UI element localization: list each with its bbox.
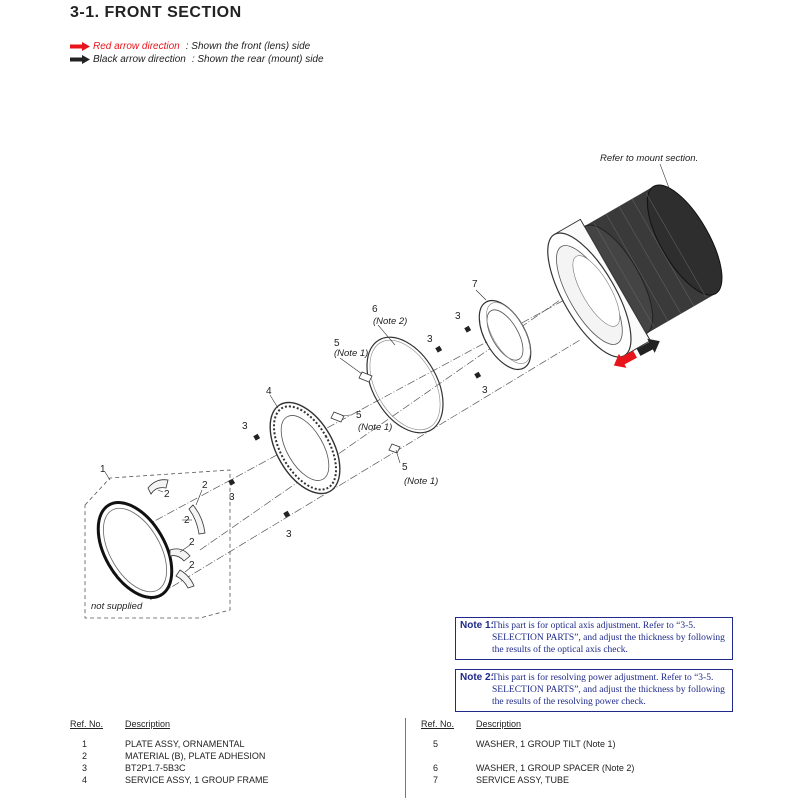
callout-3d: 3 [427, 334, 433, 345]
callout-3f: 3 [482, 385, 488, 396]
parts-table-right: Ref. No. Description 5 WASHER, 1 GROUP TI… [421, 718, 634, 786]
legend-red-row: Red arrow direction : Shown the front (l… [70, 40, 324, 53]
part-1-dashed-box [84, 469, 231, 619]
legend-black-desc: : Shown the rear (mount) side [191, 54, 324, 65]
parts-header-left: Ref. No. Description [70, 718, 269, 730]
legend-red-desc: : Shown the front (lens) side [185, 41, 311, 52]
tilt-washers [330, 371, 401, 454]
callout-3e: 3 [455, 311, 461, 322]
callout-5c: 5 [402, 462, 408, 473]
callout-4: 4 [266, 386, 272, 397]
legend-black-label: Black arrow direction [93, 54, 186, 65]
screws [228, 325, 482, 518]
parts-ref: 2 [82, 751, 88, 761]
parts-row: 6 WASHER, 1 GROUP SPACER (Note 2) [421, 762, 634, 774]
parts-ref: 3 [82, 763, 88, 773]
callout-3c: 3 [286, 529, 292, 540]
part-1-ring [96, 501, 174, 599]
callout-2d: 2 [189, 537, 195, 548]
ref-no-header: Ref. No. [421, 719, 455, 729]
parts-ref: 1 [82, 739, 88, 749]
parts-row: 2 MATERIAL (B), PLATE ADHESION [70, 750, 269, 762]
callout-5b: 5 [356, 410, 362, 421]
parts-row: 5 WASHER, 1 GROUP TILT (Note 1) [421, 738, 634, 750]
callout-1: 1 [100, 464, 106, 475]
callout-6: 6 [372, 304, 378, 315]
callout-3b: 3 [229, 492, 235, 503]
parts-table-left: Ref. No. Description 1 PLATE ASSY, ORNAME… [70, 718, 269, 786]
black-arrow-icon [70, 55, 90, 64]
parts-desc: SERVICE ASSY, TUBE [476, 775, 570, 785]
red-arrow-icon [70, 42, 90, 51]
ref-no-header: Ref. No. [70, 719, 104, 729]
callout-3a: 3 [242, 421, 248, 432]
refer-mount-note: Refer to mount section. [600, 153, 698, 164]
adhesion-strips [147, 479, 206, 589]
parts-desc: PLATE ASSY, ORNAMENTAL [125, 739, 245, 749]
callout-note1a: (Note 1) [334, 348, 368, 359]
callout-5a: 5 [334, 338, 340, 349]
description-header: Description [476, 719, 522, 729]
callout-note1b: (Note 1) [358, 422, 392, 433]
parts-ref: 6 [433, 763, 439, 773]
callout-2a: 2 [164, 489, 170, 500]
parts-ref: 4 [82, 775, 88, 785]
callout-2b: 2 [202, 480, 208, 491]
axis-lines [109, 269, 621, 601]
note-1-label: Note 1: [460, 620, 494, 631]
callout-2c: 2 [184, 515, 190, 526]
note-1-box: Note 1: This part is for optical axis ad… [455, 617, 733, 660]
table-divider [405, 718, 406, 798]
parts-ref: 7 [433, 775, 439, 785]
note-2-box: Note 2: This part is for resolving power… [455, 669, 733, 712]
leader-lines [104, 289, 487, 573]
parts-row: 4 SERVICE ASSY, 1 GROUP FRAME [70, 774, 269, 786]
callout-note1c: (Note 1) [404, 476, 438, 487]
callout-2e: 2 [189, 560, 195, 571]
not-supplied-label: not supplied [91, 601, 143, 612]
note-2-label: Note 2: [460, 672, 494, 683]
exploded-view-diagram: 1 2 2 2 2 2 3 3 3 3 3 3 4 5 (Note 1) 5 (… [84, 153, 723, 619]
callout-note2: (Note 2) [373, 316, 407, 327]
legend-black-row: Black arrow direction : Shown the rear (… [70, 53, 324, 66]
parts-desc: MATERIAL (B), PLATE ADHESION [125, 751, 266, 761]
legend-red-label: Red arrow direction [93, 41, 180, 52]
parts-row: 3 BT2P1.7-5B3C [70, 762, 269, 774]
parts-ref: 5 [433, 739, 439, 749]
parts-row: 7 SERVICE ASSY, TUBE [421, 774, 634, 786]
refer-leader [659, 163, 673, 197]
parts-desc: WASHER, 1 GROUP TILT (Note 1) [476, 739, 616, 749]
callout-7: 7 [472, 279, 478, 290]
part-4-ring [269, 401, 341, 495]
parts-row: 1 PLATE ASSY, ORNAMENTAL [70, 738, 269, 750]
direction-arrows [613, 338, 660, 368]
lens-barrel [547, 184, 723, 358]
parts-desc: BT2P1.7-5B3C [125, 763, 186, 773]
parts-header-right: Ref. No. Description [421, 718, 634, 730]
parts-desc: SERVICE ASSY, 1 GROUP FRAME [125, 775, 269, 785]
note-1-text: This part is for optical axis adjustment… [492, 621, 725, 655]
part-7-ring [478, 300, 532, 370]
section-heading: 3-1. FRONT SECTION [70, 4, 242, 21]
description-header: Description [125, 719, 171, 729]
note-2-text: This part is for resolving power adjustm… [492, 673, 725, 707]
part-6-ring [366, 336, 444, 434]
parts-desc: WASHER, 1 GROUP SPACER (Note 2) [476, 763, 635, 773]
arrow-legend: Red arrow direction : Shown the front (l… [70, 40, 324, 66]
row-gap [421, 750, 634, 762]
